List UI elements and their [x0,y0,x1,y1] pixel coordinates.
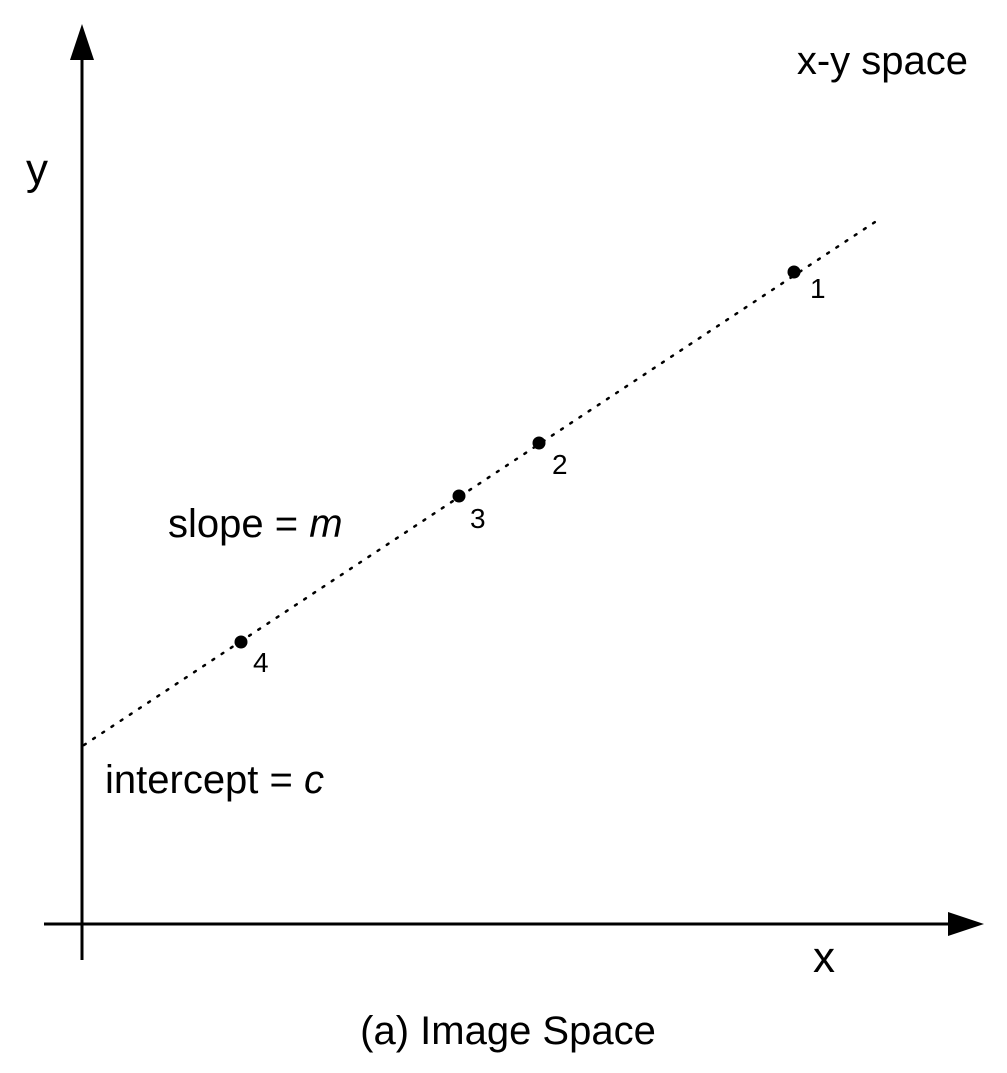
point-3-label: 3 [470,503,486,534]
point-2-label: 2 [552,449,568,480]
point-3 [452,489,466,503]
x-axis-label: x [813,933,835,982]
fitted-line [82,220,877,747]
intercept-label: intercept = c [105,758,324,802]
y-axis-arrowhead [70,24,94,60]
slope-label: slope = m [168,502,343,546]
point-1 [787,265,801,279]
point-1-label: 1 [810,273,826,304]
point-4 [234,635,248,649]
slope-symbol: m [309,502,342,546]
slope-label-prefix: slope = [168,502,309,546]
y-axis-label: y [26,145,48,194]
point-4-label: 4 [253,647,269,678]
point-2 [532,436,546,450]
figure-caption: (a) Image Space [360,1009,656,1053]
intercept-label-prefix: intercept = [105,758,304,802]
space-label: x-y space [797,39,968,83]
intercept-symbol: c [304,758,324,802]
x-axis-arrowhead [948,912,984,936]
